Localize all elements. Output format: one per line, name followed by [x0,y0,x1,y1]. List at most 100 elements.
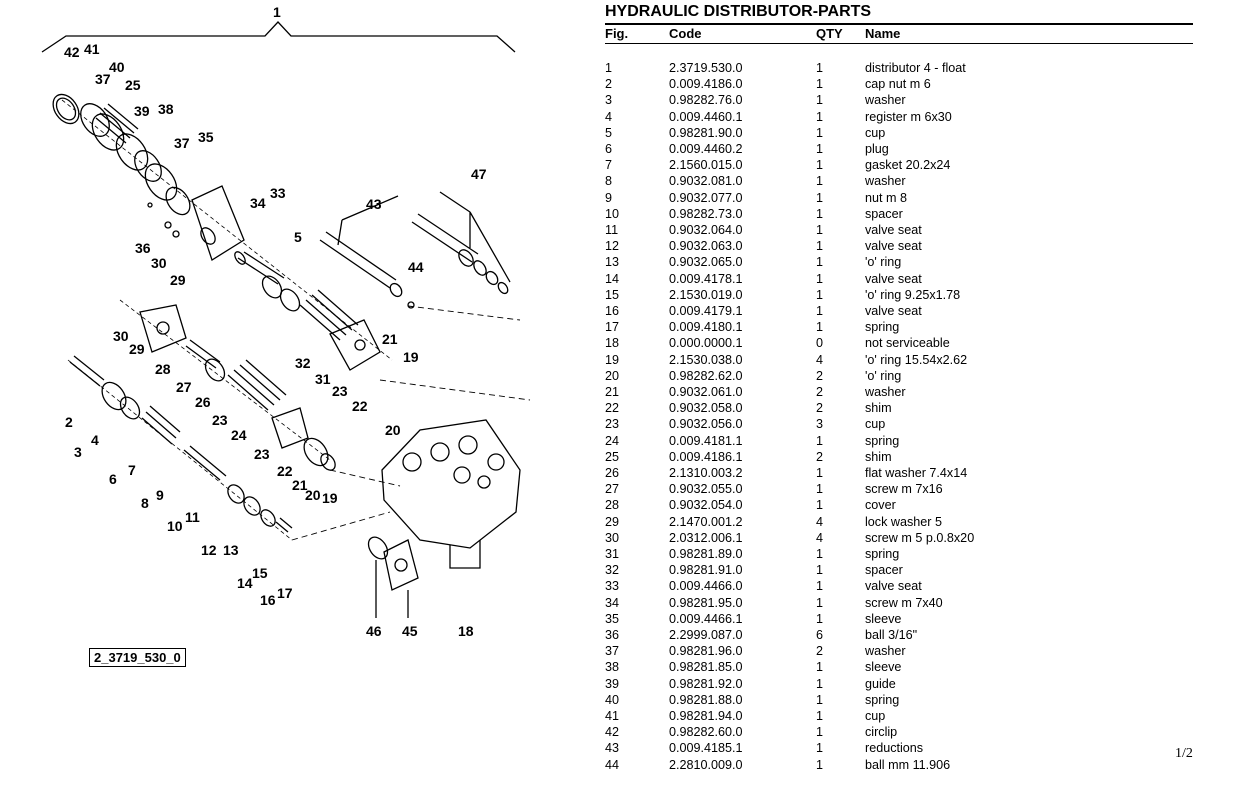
drawing-id-label: 2_3719_530_0 [89,648,186,667]
part-code: 2.3719.530.0 [669,61,743,75]
part-fig: 14 [605,271,620,286]
part-name: washer [865,93,906,108]
callout-label: 39 [134,103,150,119]
part-qty: 1 [816,725,824,740]
part-qty: 1 [816,287,824,302]
part-fig: 8 [605,174,613,189]
part-name: register m 6x30 [865,109,952,124]
part-qty: 6 [816,628,824,642]
header-code: Code [669,26,702,41]
part-fig: 21 [605,385,620,399]
callout-label: 41 [84,41,100,57]
part-code: 0.009.4180.1 [669,320,743,335]
callout-label: 31 [315,371,331,387]
callout-label: 36 [135,240,151,256]
callout-label: 18 [458,623,474,639]
callout-label: 21 [382,331,398,347]
part-name: shim [865,401,892,416]
part-name: cap nut m 6 [865,77,931,92]
part-name: spring [865,547,900,561]
part-qty: 1 [816,482,824,497]
part-name: valve seat [865,239,922,254]
part-name: cup [865,125,886,140]
part-code: 2.2810.009.0 [669,757,743,772]
part-name: ball 3/16" [865,628,918,642]
part-code: 0.9032.056.0 [669,417,743,432]
callout-label: 9 [156,487,164,503]
part-qty: 1 [816,741,824,756]
part-code: 2.2999.087.0 [669,628,743,642]
part-code: 0.98281.95.0 [669,595,743,610]
part-code: 0.9032.081.0 [669,174,743,189]
part-qty: 2 [816,644,824,659]
part-fig: 34 [605,595,620,610]
callout-label: 26 [195,394,211,410]
part-fig: 38 [605,660,620,675]
part-qty: 1 [816,206,824,221]
part-fig: 4 [605,109,613,124]
part-name: 'o' ring 9.25x1.78 [865,287,961,302]
part-name: 'o' ring [865,368,902,383]
part-qty: 2 [816,401,824,416]
part-qty: 1 [816,563,824,578]
part-name: spacer [865,206,903,221]
callout-label: 4 [91,432,99,448]
part-name: washer [865,644,906,659]
part-qty: 1 [816,579,824,594]
part-code: 2.1310.003.2 [669,466,743,480]
callout-label: 29 [129,341,145,357]
part-fig: 15 [605,287,620,302]
part-code: 0.9032.054.0 [669,498,743,513]
part-name: valve seat [865,223,922,237]
part-name: spacer [865,563,903,578]
part-name: valve seat [865,579,922,594]
part-name: sleeve [865,660,902,675]
part-name: 'o' ring 15.54x2.62 [865,352,968,367]
part-name: not serviceable [865,336,950,351]
part-qty: 1 [816,547,824,561]
part-qty: 1 [816,304,824,318]
callout-label: 21 [292,477,308,493]
part-qty: 4 [816,530,824,545]
part-qty: 1 [816,676,824,691]
part-qty: 1 [816,433,824,448]
callout-label: 29 [170,272,186,288]
part-code: 0.009.4181.1 [669,433,743,448]
part-name: 'o' ring [865,255,902,270]
callout-label: 23 [332,383,348,399]
callout-label: 37 [174,135,190,151]
callout-label: 44 [408,259,424,275]
part-qty: 3 [816,417,824,432]
part-fig: 7 [605,158,613,173]
callout-label: 14 [237,575,253,591]
part-name: ball mm 11.906 [865,757,951,772]
part-fig: 28 [605,498,620,513]
part-name: nut m 8 [865,190,907,205]
part-code: 0.98281.91.0 [669,563,743,578]
header-rule-top [605,23,1193,25]
part-qty: 1 [816,757,824,772]
part-fig: 25 [605,449,620,464]
part-fig: 5 [605,125,613,140]
part-qty: 1 [816,77,824,92]
callout-label: 15 [252,565,268,581]
callout-label: 30 [113,328,129,344]
callout-label: 35 [198,129,214,145]
part-code: 0.98281.89.0 [669,547,743,561]
callout-label: 16 [260,592,276,608]
callout-label: 38 [158,101,174,117]
part-name: valve seat [865,304,922,318]
part-code: 2.1560.015.0 [669,158,743,173]
part-code: 0.98282.76.0 [669,93,743,108]
part-fig: 2 [605,77,613,92]
part-qty: 1 [816,271,824,286]
part-qty: 4 [816,352,824,367]
parts-list: HYDRAULIC DISTRIBUTOR-PARTS Fig. Code QT… [605,3,1195,772]
callout-label: 28 [155,361,171,377]
part-qty: 1 [816,466,824,480]
callout-label: 22 [277,463,293,479]
part-name: spring [865,320,900,335]
part-code: 2.1530.019.0 [669,287,743,302]
part-fig: 16 [605,304,620,318]
part-name: circlip [865,725,898,740]
